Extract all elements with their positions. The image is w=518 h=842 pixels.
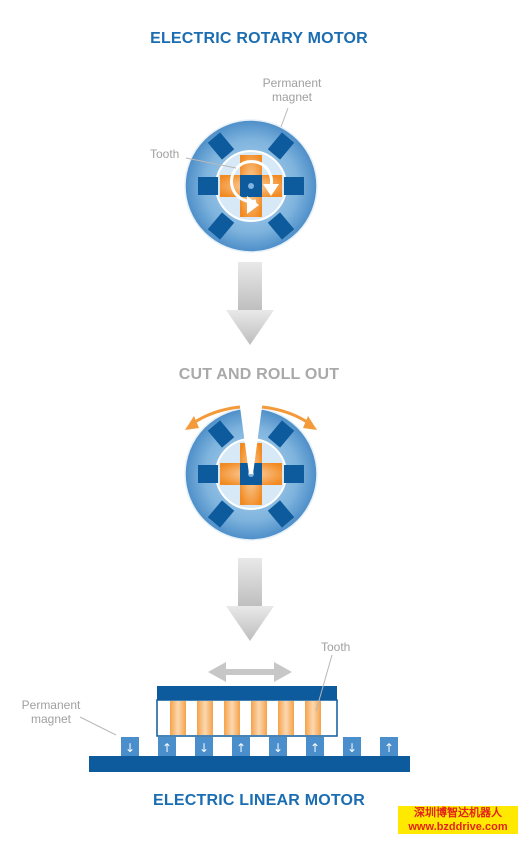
watermark: 深圳博智达机器人 www.bzddrive.com [398,806,518,834]
magnet-arrow: ↑ [236,741,246,755]
label-tooth-bottom: Tooth [321,640,351,654]
magnet-arrow: ↑ [162,741,172,755]
magnet-arrow: ↓ [273,741,283,755]
magnet-arrow: ↓ [125,741,135,755]
title-rotary-motor: ELECTRIC ROTARY MOTOR [150,30,368,47]
leader-lines [79,107,333,736]
magnet-arrow: ↑ [310,741,320,755]
magnet-arrow: ↓ [347,741,357,755]
title-linear-motor: ELECTRIC LINEAR MOTOR [153,792,365,809]
magnet-arrow: ↑ [384,741,394,755]
magnet-arrow: ↓ [199,741,209,755]
rotary-motor-cut [184,392,318,541]
watermark-url: www.bzddrive.com [398,820,518,834]
linear-motor: ↓ ↑ ↓ ↑ ↓ ↑ ↓ ↑ [89,686,410,772]
magnet-arrow-labels: ↓ ↑ ↓ ↑ ↓ ↑ ↓ ↑ [125,741,394,755]
label-tooth-top: Tooth [150,147,180,161]
label-permanent-magnet-bottom: Permanent magnet [21,698,81,726]
linear-teeth [170,701,321,735]
title-cut-and-roll-out: CUT AND ROLL OUT [178,366,340,383]
down-arrow-2 [226,558,274,641]
down-arrow-1 [226,262,274,345]
label-permanent-magnet-top: Permanent magnet [262,76,322,104]
rotary-motor-top [184,119,318,253]
linear-magnets [121,737,398,757]
watermark-company: 深圳博智达机器人 [398,806,518,820]
double-arrow [208,662,292,682]
